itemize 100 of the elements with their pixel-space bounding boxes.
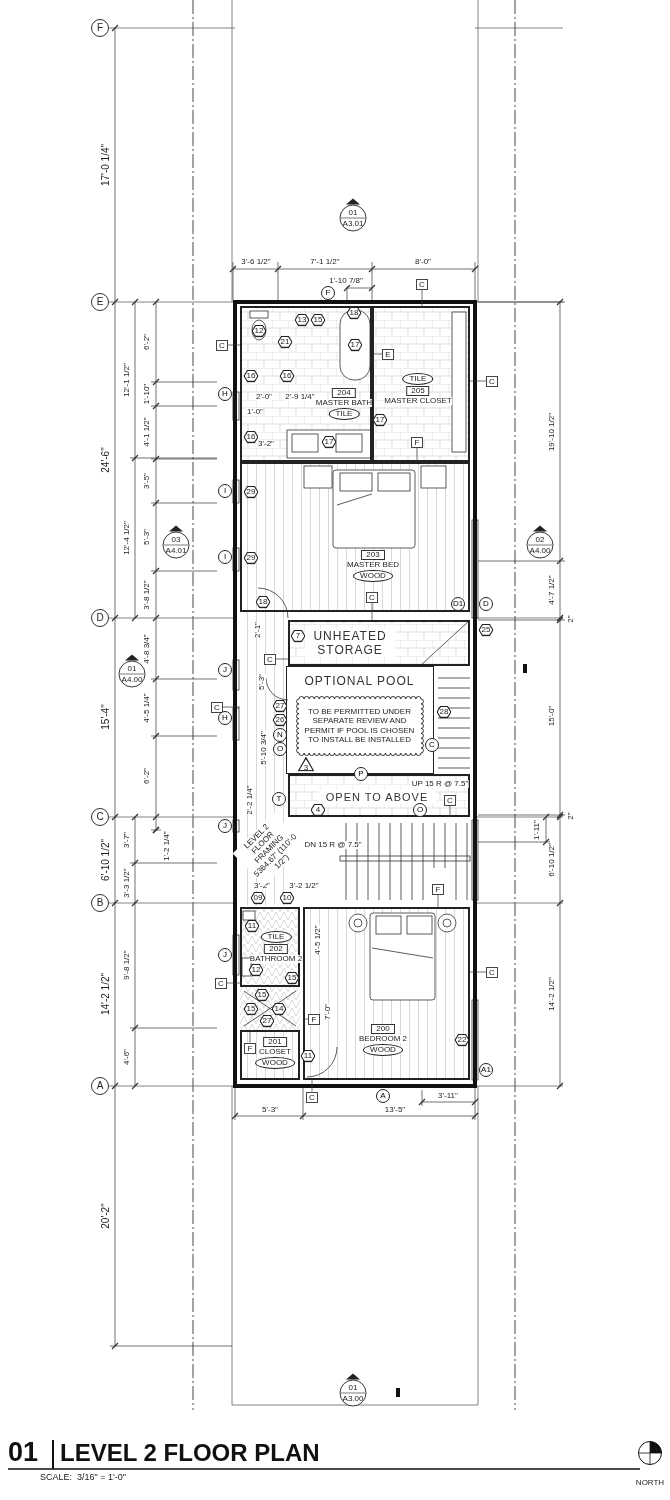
window-tag: F [321, 286, 335, 300]
window-tag: C [425, 738, 439, 752]
dimension-text: 2'-0" [256, 393, 272, 401]
window-tag: A [376, 1089, 390, 1103]
dimension-text: 3'-3 1/2" [123, 868, 131, 898]
window-tag: A1 [479, 1063, 493, 1077]
dimension-text: 7'-1 1/2" [310, 258, 340, 266]
dimension-text: 12'-4 1/2" [123, 521, 131, 555]
dimension-text: 1'-10" [143, 383, 151, 405]
material-tag: C [215, 977, 227, 989]
dimension-text: 1'-0" [247, 408, 263, 416]
room-outline [288, 620, 470, 666]
detail-number: 01 [347, 209, 359, 217]
leader-line [371, 353, 383, 355]
dimension-text: 4'-6" [123, 1049, 131, 1065]
dimension-text: 15'-4" [101, 704, 111, 730]
dimension-text: 3'-11" [438, 1092, 458, 1100]
room-name: CLOSET [259, 1048, 291, 1056]
revision-cloud [295, 695, 424, 756]
dimension-text: 3'-2" [258, 440, 274, 448]
room-name: BEDROOM 2 [359, 1035, 407, 1043]
stair-note: UP 15 R @ 7.5" [411, 780, 469, 788]
dimension-text: 2" [567, 615, 575, 623]
leader-line [302, 1018, 309, 1020]
leader-line [449, 805, 451, 818]
room-name: MASTER BATH [315, 399, 373, 407]
keynote-tag: 28 [436, 705, 452, 719]
grid-bubble: E [91, 293, 109, 311]
window-tag: J [218, 948, 232, 962]
dimension-text: 6'-10 1/2" [101, 838, 111, 882]
dimension-text: 2" [567, 812, 575, 820]
material-tag: C [416, 278, 428, 290]
window-tag: P [354, 767, 368, 781]
leader-line [416, 447, 418, 463]
material-tag: F [308, 1013, 320, 1025]
dimension-text: 5'-3" [262, 1106, 278, 1114]
dimension-text: 3'-7" [123, 832, 131, 848]
material-tag: F [432, 883, 444, 895]
leader-line [226, 982, 241, 984]
drawing-scale: SCALE: 3/16" = 1'-0" [40, 1473, 126, 1482]
material-tag: C [486, 375, 498, 387]
dimension-text: 3'-2 1/2" [289, 882, 319, 890]
dimension-text: 4'-5 1/2" [314, 925, 322, 955]
dimension-text: 9'-8 1/2" [123, 950, 131, 980]
grid-bubble: B [91, 894, 109, 912]
grid-bubble: C [91, 808, 109, 826]
drawing-title: LEVEL 2 FLOOR PLAN [60, 1441, 320, 1465]
dimension-text: 4'-7 1/2" [548, 575, 556, 605]
dimension-text: 15'-0" [548, 705, 556, 727]
dimension-text: 1'-10 7/8" [329, 277, 363, 285]
room-number: 200 [371, 1024, 395, 1034]
dimension-text: 19'-10 1/2" [548, 412, 556, 452]
detail-number: 01 [126, 665, 138, 673]
material-tag: C [366, 591, 378, 603]
dimension-text: 3'-6 1/2" [241, 258, 271, 266]
leader-line [371, 602, 373, 621]
leader-line [469, 380, 487, 382]
room-outline [372, 306, 470, 462]
material-tag: F [244, 1042, 256, 1054]
dimension-text: 1'-11" [533, 820, 541, 840]
window-tag: I [218, 484, 232, 498]
grid-bubble: D [91, 609, 109, 627]
dimension-text: 2'-9 1/4" [285, 393, 315, 401]
dimension-text: 8'-0" [415, 258, 431, 266]
dimension-text: 3'-5" [143, 473, 151, 489]
dimension-text: 6'-2" [143, 768, 151, 784]
dimension-text: 4'-5 1/4" [143, 693, 151, 723]
dimension-text: 20'-2" [101, 1203, 111, 1229]
dimension-text: 5'-3" [258, 674, 266, 690]
dimension-text: 2'-2 1/4" [246, 785, 254, 815]
keynote-tag: 25 [478, 623, 494, 637]
pool-outline [286, 666, 434, 774]
grid-bubble: A [91, 1077, 109, 1095]
dimension-text: 6'-10 1/2" [548, 843, 556, 877]
sheet-reference: A4.00 [120, 675, 144, 684]
material-tag: C [216, 339, 228, 351]
stair-note: DN 15 R @ 7.5" [304, 841, 362, 849]
room-number: 201 [263, 1037, 287, 1047]
sheet-reference: A3.01 [341, 219, 365, 228]
leader-line [249, 1029, 251, 1043]
dimension-text: 13'-5" [384, 1106, 406, 1114]
room-name: OPEN TO ABOVE [318, 790, 436, 804]
window-tag: H [218, 711, 232, 725]
dimension-text: 17'-0 1/4" [101, 143, 111, 187]
dimension-text: 7'-0" [324, 1004, 332, 1020]
detail-number: 02 [534, 536, 546, 544]
room-name: MASTER BED [347, 561, 399, 569]
room-number: 203 [361, 550, 385, 560]
room-name: UNHEATED STORAGE [305, 629, 395, 657]
room-name: MASTER CLOSET [384, 397, 452, 405]
note-text: TO BE PERMITTED UNDER SEPARATE REVIEW AND PERMIT IF POOL IS CHOSEN TO INSTALL BE INSTALLED [303, 706, 416, 745]
sheet-reference: A4.00 [528, 546, 552, 555]
window-tag: D [479, 597, 493, 611]
window-tag: J [218, 819, 232, 833]
leader-line [437, 894, 439, 908]
window-tag: I [218, 550, 232, 564]
material-tag: C [211, 701, 223, 713]
dimension-text: 5'-3" [143, 529, 151, 545]
leader-line [311, 1079, 313, 1092]
leader-line [222, 706, 241, 708]
